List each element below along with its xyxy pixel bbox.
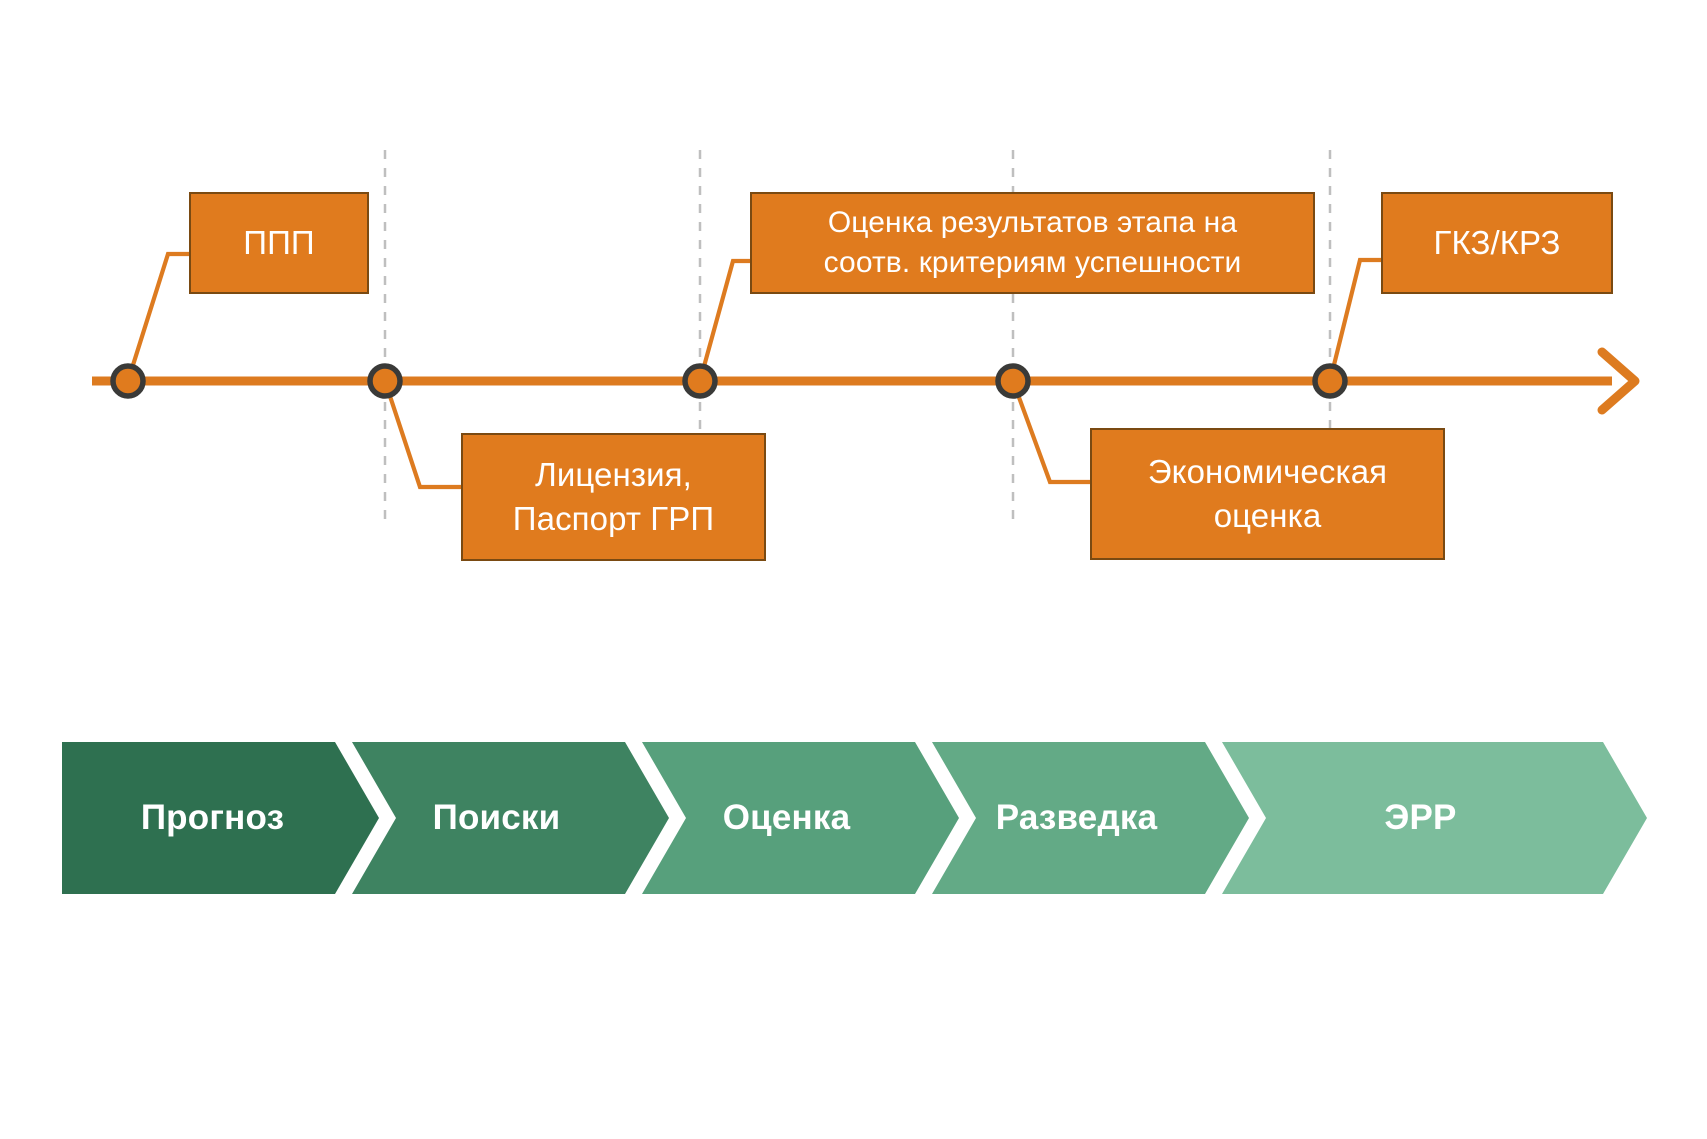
stage-chevron-err[interactable]: ЭРР <box>1222 742 1647 894</box>
connector-license <box>383 380 461 490</box>
connector-economic <box>1011 380 1090 485</box>
stage-label: Оценка <box>722 798 851 837</box>
callout-license-passport[interactable]: Лицензия, Паспорт ГРП <box>461 433 766 561</box>
milestone-marker-2[interactable] <box>367 363 403 399</box>
stage-label: Прогноз <box>140 798 285 837</box>
stage-chevron-ocenka[interactable]: Оценка <box>642 742 959 894</box>
stage-label: ЭРР <box>1384 798 1457 837</box>
timeline-dots <box>110 363 1348 399</box>
milestone-marker-5[interactable] <box>1312 363 1348 399</box>
callout-ppp[interactable]: ППП <box>189 192 369 294</box>
stage-chevron-progноз[interactable]: Прогноз <box>62 742 379 894</box>
timeline-dot-5 <box>1312 363 1348 399</box>
callout-economic-evaluation[interactable]: Экономическая оценка <box>1090 428 1445 560</box>
stage-label: Поиски <box>432 798 561 837</box>
connector-ppp <box>125 251 189 382</box>
stage-chevron-razvedka[interactable]: Разведка <box>932 742 1249 894</box>
stage-chevron-row: Прогноз Поиски Оценка Разведка ЭРР <box>62 742 1647 894</box>
timeline-arrow-head <box>1597 347 1640 415</box>
milestone-marker-4[interactable] <box>995 363 1031 399</box>
callout-stage-results-criteria[interactable]: Оценка результатов этапа на соотв. крите… <box>750 192 1315 294</box>
timeline-dot-1 <box>110 363 146 399</box>
connectors <box>125 251 1381 490</box>
milestone-marker-3[interactable] <box>682 363 718 399</box>
timeline-dot-3 <box>682 363 718 399</box>
milestone-marker-1[interactable] <box>110 363 146 399</box>
timeline-dot-4 <box>995 363 1031 399</box>
connector-criteria <box>697 258 750 382</box>
timeline-axis <box>92 347 1640 415</box>
timeline-dot-2 <box>367 363 403 399</box>
connector-gkz <box>1327 257 1381 382</box>
callout-gkz-krz[interactable]: ГКЗ/КРЗ <box>1381 192 1613 294</box>
stage-chevron-poiski[interactable]: Поиски <box>352 742 669 894</box>
stage-label: Разведка <box>995 798 1158 837</box>
